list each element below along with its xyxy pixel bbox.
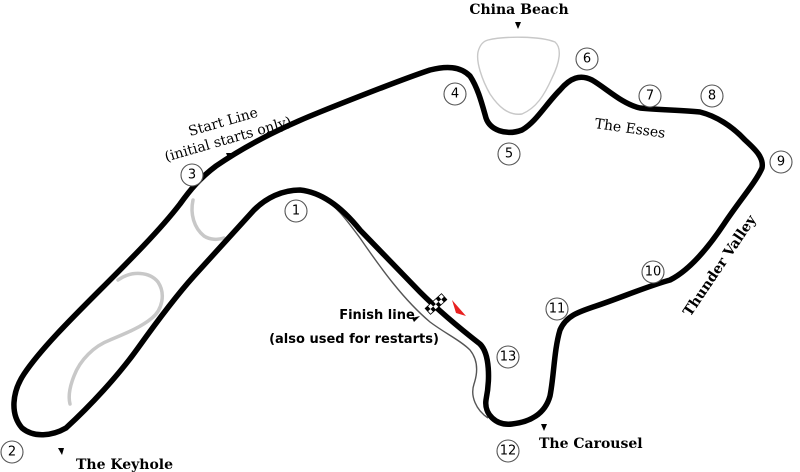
turn-marker-10: 10 [641, 260, 665, 284]
turn-number: 8 [708, 89, 716, 104]
turn-number: 12 [500, 444, 517, 459]
direction-arrow-icon [452, 300, 466, 316]
turn-number: 13 [500, 350, 517, 365]
china-beach-pointer [515, 22, 521, 29]
turn-marker-1: 1 [284, 199, 308, 223]
keyhole-pointer [58, 448, 64, 455]
start-line-pointer [226, 153, 232, 160]
turn-marker-11: 11 [545, 297, 569, 321]
turn-number: 6 [583, 52, 591, 67]
turn-marker-5: 5 [497, 142, 521, 166]
turn-number: 3 [188, 168, 196, 183]
turn-number: 4 [451, 87, 459, 102]
finish-line-label-line2: (also used for restarts) [269, 332, 439, 347]
turn-marker-6: 6 [575, 47, 599, 71]
turn-marker-8: 8 [700, 84, 724, 108]
the-carousel-label: The Carousel [539, 436, 643, 452]
the-esses-label: The Esses [594, 116, 667, 142]
turn-number: 5 [505, 147, 513, 162]
china-beach-alternate-loop [476, 36, 560, 115]
carousel-pointer [541, 424, 547, 431]
finish-line-flag [424, 293, 448, 315]
turn-marker-2: 2 [0, 440, 24, 464]
turn-marker-12: 12 [496, 439, 520, 463]
pit-lane [321, 197, 489, 419]
turn-marker-4: 4 [443, 82, 467, 106]
turn-number: 7 [646, 89, 654, 104]
turn-marker-13: 13 [496, 345, 520, 369]
turn-number: 9 [777, 155, 785, 170]
turn-number: 11 [549, 302, 566, 317]
china-beach-label: China Beach [469, 2, 568, 18]
alternate-route-chicane [67, 271, 164, 406]
turn-number: 1 [292, 204, 300, 219]
turn-marker-3: 3 [180, 163, 204, 187]
turn-marker-9: 9 [769, 150, 793, 174]
start-line-label: Start Line (initial starts only) [163, 105, 294, 166]
turn-number: 10 [645, 265, 662, 280]
turn-marker-7: 7 [638, 84, 662, 108]
alternate-route-turn-3 [190, 198, 226, 242]
finish-line-label-line1: Finish line [339, 308, 415, 323]
the-keyhole-label: The Keyhole [76, 457, 173, 472]
turn-number: 2 [8, 445, 16, 460]
race-track [11, 64, 766, 438]
finish-line-pointer [412, 316, 420, 322]
